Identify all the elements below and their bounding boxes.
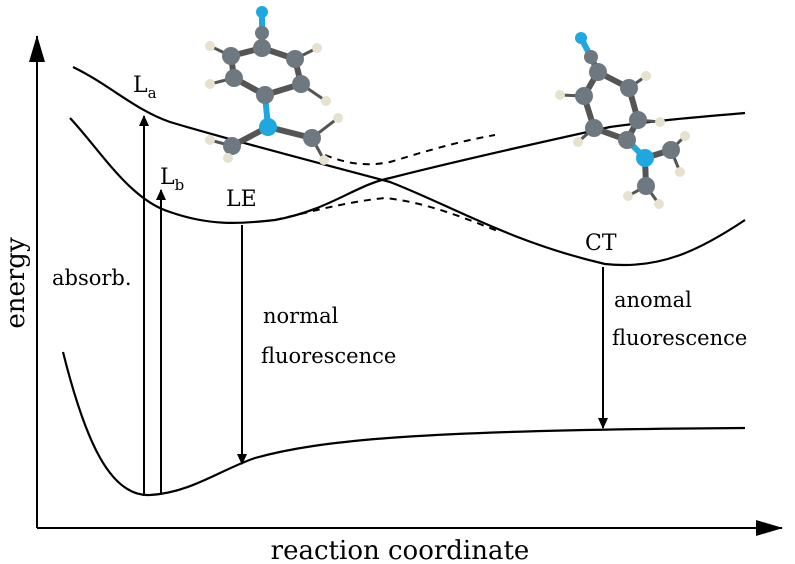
y-axis-label: energy <box>1 237 31 329</box>
upper-dashed-path <box>324 134 496 166</box>
anomal-fluorescence-label-1: anomal <box>614 288 692 312</box>
lower-dashed-path <box>274 196 501 233</box>
lb-label: Lb <box>160 165 184 194</box>
molecule-twisted-atoms <box>555 32 690 209</box>
ground-state-curve <box>61 351 746 497</box>
absorption-label: absorb. <box>52 266 132 290</box>
ct-label: CT <box>585 231 617 256</box>
molecule-planar-atoms <box>205 6 343 165</box>
normal-fluorescence-label-2: fluorescence <box>261 344 396 368</box>
la-curve <box>72 66 746 267</box>
anomal-fluorescence-label-2: fluorescence <box>612 326 747 350</box>
la-label: La <box>133 73 157 102</box>
x-axis-label: reaction coordinate <box>271 536 530 564</box>
normal-fluorescence-label-1: normal <box>263 304 339 328</box>
le-label: LE <box>226 187 257 212</box>
